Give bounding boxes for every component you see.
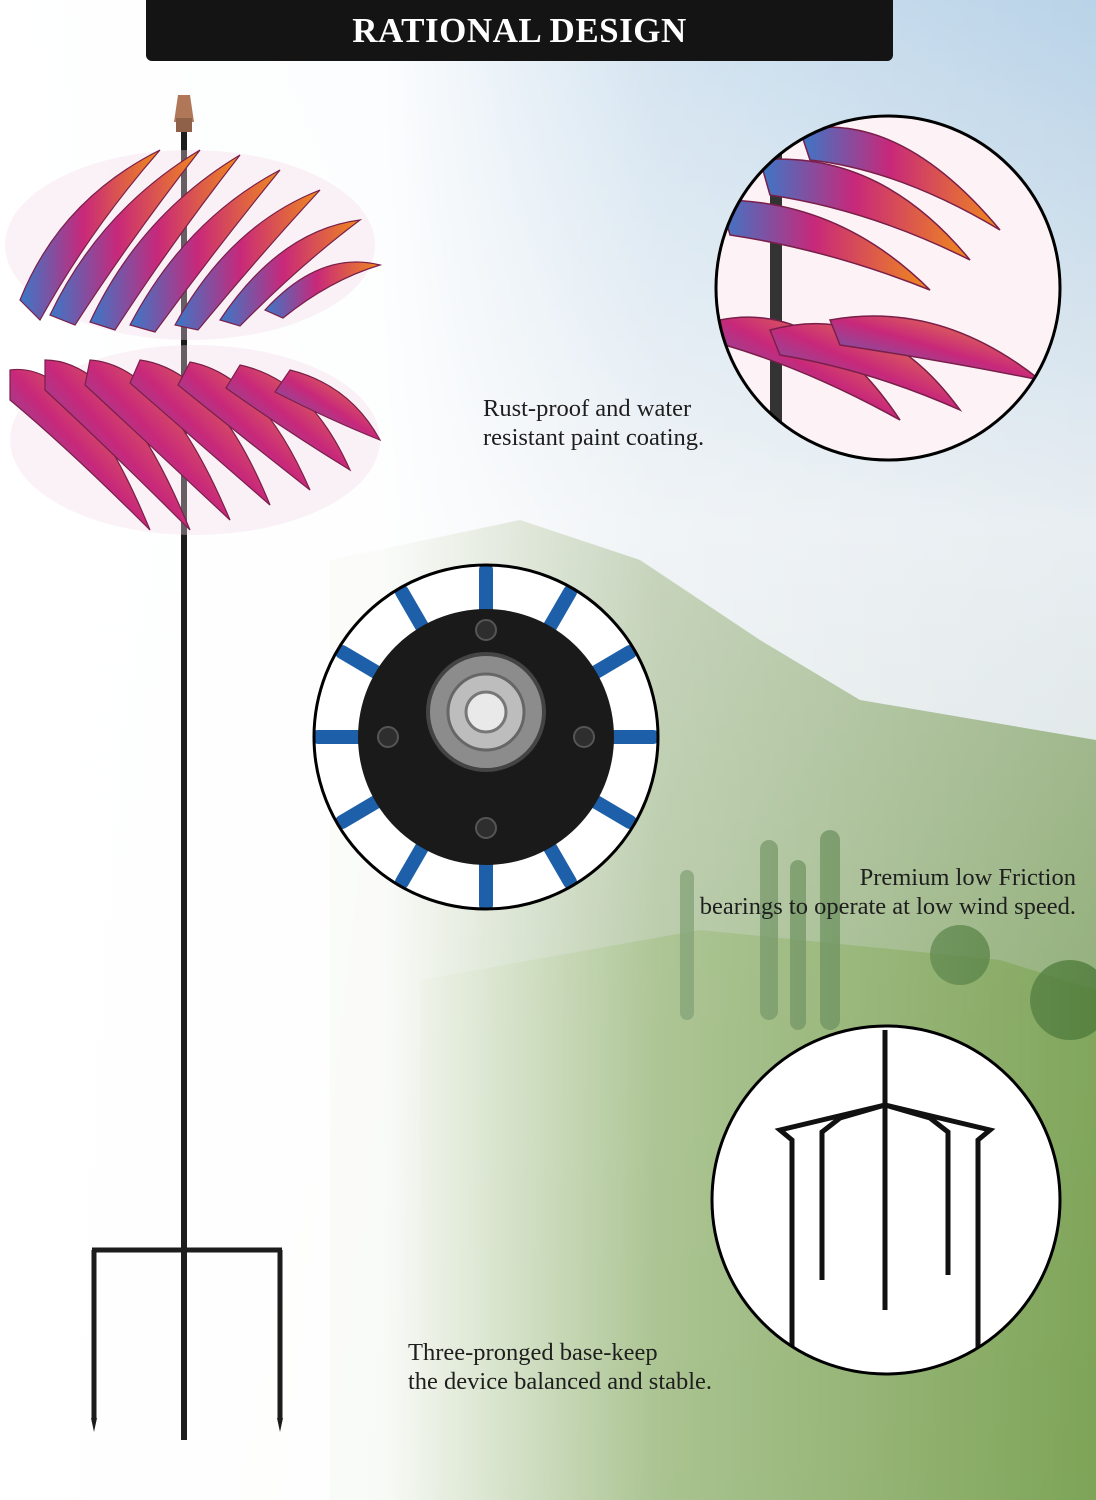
base-closeup-circle [710,1024,1062,1376]
spinner-upper-hemisphere [5,149,383,340]
section-banner: RATIONAL DESIGN [146,0,893,61]
bearing-closeup-circle [312,563,660,911]
caption-line: Premium low Friction [859,864,1076,891]
caption-line: the device balanced and stable. [408,1368,713,1395]
feature-caption-bearings: Premium low Friction bearings to operate… [700,863,1076,921]
feature-caption-base: Three-pronged base-keep the device balan… [408,1338,712,1396]
spinner-stake [91,95,283,1440]
caption-line: bearings to operate at low wind speed. [699,893,1076,920]
caption-line: Three-pronged base-keep [408,1339,658,1366]
blade-closeup-circle [714,114,1062,462]
caption-line: Rust-proof and water [483,395,692,422]
feature-caption-rust-proof: Rust-proof and water resistant paint coa… [483,394,704,452]
banner-title: RATIONAL DESIGN [352,10,687,50]
spinner-lower-hemisphere [9,345,382,535]
caption-line: resistant paint coating. [483,424,705,451]
